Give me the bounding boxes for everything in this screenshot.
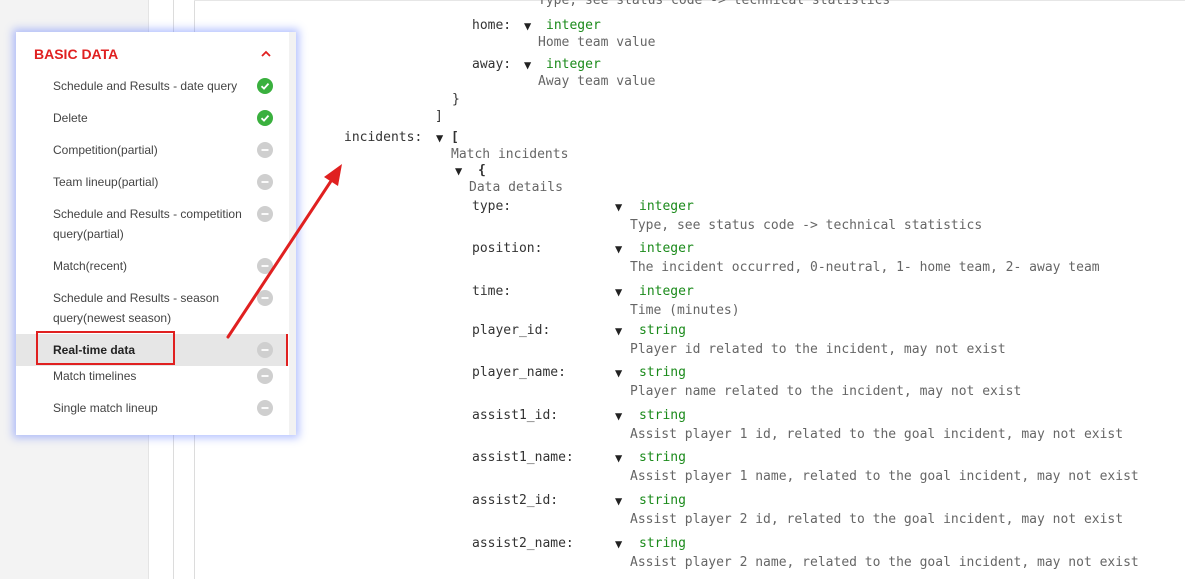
nav-item[interactable]: Match timelines xyxy=(16,366,288,386)
nav-item-label: Competition(partial) xyxy=(53,143,158,157)
field-desc: Type, see status code -> technical stati… xyxy=(630,218,983,233)
nav-item[interactable]: Schedule and Results - date query xyxy=(16,76,288,96)
field-type: string xyxy=(639,365,686,380)
field-type: string xyxy=(639,493,686,508)
minus-circle-icon xyxy=(257,174,273,190)
minus-circle-icon xyxy=(257,290,273,306)
field-type-away: integer xyxy=(546,57,601,72)
nav-section-title[interactable]: BASIC DATA xyxy=(34,46,119,62)
field-desc: Assist player 2 name, related to the goa… xyxy=(630,555,1139,570)
nav-item-label: Match timelines xyxy=(53,369,137,383)
field-key-away: away: xyxy=(472,57,512,72)
nav-item-label: Single match lineup xyxy=(53,401,158,415)
field-desc-item: Data details xyxy=(469,180,563,195)
field-desc: Assist player 1 name, related to the goa… xyxy=(630,469,1139,484)
nav-item[interactable]: Competition(partial) xyxy=(16,140,288,160)
minus-circle-icon xyxy=(257,142,273,158)
highlight-box xyxy=(36,331,175,365)
field-type: string xyxy=(639,323,686,338)
check-circle-icon xyxy=(257,110,273,126)
chevron-up-icon[interactable] xyxy=(256,44,276,64)
minus-circle-icon xyxy=(257,258,273,274)
field-type: integer xyxy=(639,241,694,256)
field-desc: Time (minutes) xyxy=(630,303,740,318)
field-key: assist1_id: xyxy=(472,408,559,423)
active-indicator xyxy=(286,334,288,366)
field-desc-cut: Type, see status code -> technical stati… xyxy=(538,0,891,8)
nav-item-label: Schedule and Results - date query xyxy=(53,79,238,93)
field-desc: Player name related to the incident, may… xyxy=(630,384,1022,399)
minus-circle-icon xyxy=(257,368,273,384)
field-desc-away: Away team value xyxy=(538,74,656,89)
nav-item[interactable]: Match(recent) xyxy=(16,256,288,276)
field-desc: Assist player 2 id, related to the goal … xyxy=(630,512,1124,527)
field-desc: Assist player 1 id, related to the goal … xyxy=(630,427,1124,442)
field-type: string xyxy=(639,536,686,551)
triangle-down-icon[interactable]: ▼ xyxy=(615,537,623,551)
close-bracket: ] xyxy=(435,109,443,124)
field-key-home: home: xyxy=(472,18,512,33)
field-key: type: xyxy=(472,199,512,214)
field-desc-home: Home team value xyxy=(538,35,656,50)
field-type: integer xyxy=(639,284,694,299)
triangle-down-icon[interactable]: ▼ xyxy=(615,366,623,380)
scrollbar[interactable] xyxy=(289,32,296,435)
nav-item-label: Match(recent) xyxy=(53,259,128,273)
triangle-down-icon[interactable]: ▼ xyxy=(615,200,623,214)
nav-item-label: query(partial) xyxy=(53,227,124,241)
nav-item[interactable]: Team lineup(partial) xyxy=(16,172,288,192)
field-key: assist1_name: xyxy=(472,450,574,465)
minus-circle-icon xyxy=(257,206,273,222)
nav-item[interactable]: Real-time data xyxy=(16,334,288,366)
nav-item-label: query(newest season) xyxy=(53,311,172,325)
field-key: assist2_id: xyxy=(472,493,559,508)
nav-item-label: Schedule and Results - season xyxy=(53,291,220,305)
nav-item[interactable]: Schedule and Results - competition query(… xyxy=(16,204,288,244)
check-circle-icon xyxy=(257,78,273,94)
nav-item-label: Team lineup(partial) xyxy=(53,175,159,189)
minus-circle-icon xyxy=(257,342,273,358)
triangle-down-icon[interactable]: ▼ xyxy=(615,451,623,465)
triangle-down-icon[interactable]: ▼ xyxy=(615,494,623,508)
field-key: player_id: xyxy=(472,323,551,338)
open-bracket: [ xyxy=(451,130,459,145)
field-key: time: xyxy=(472,284,512,299)
triangle-down-icon[interactable]: ▼ xyxy=(615,285,623,299)
field-key: player_name: xyxy=(472,365,566,380)
open-brace: { xyxy=(478,163,486,178)
nav-item[interactable]: Delete xyxy=(16,108,288,128)
field-key: position: xyxy=(472,241,543,256)
triangle-down-icon[interactable]: ▼ xyxy=(615,324,623,338)
close-brace: } xyxy=(452,92,460,107)
nav-item-label: Real-time data xyxy=(53,343,136,357)
field-type-home: integer xyxy=(546,18,601,33)
field-key: assist2_name: xyxy=(472,536,574,551)
triangle-down-icon[interactable]: ▼ xyxy=(615,409,623,423)
nav-item[interactable]: Schedule and Results - season query(newes… xyxy=(16,288,288,328)
nav-item-label: Delete xyxy=(53,111,88,125)
minus-circle-icon xyxy=(257,400,273,416)
field-type: integer xyxy=(639,199,694,214)
triangle-down-icon[interactable]: ▼ xyxy=(455,164,463,178)
triangle-down-icon[interactable]: ▼ xyxy=(524,58,532,72)
field-type: string xyxy=(639,450,686,465)
triangle-down-icon[interactable]: ▼ xyxy=(436,131,444,145)
field-key-incidents: incidents: xyxy=(344,130,423,145)
nav-item-label: Schedule and Results - competition xyxy=(53,207,242,221)
field-desc: Player id related to the incident, may n… xyxy=(630,342,1006,357)
field-desc: The incident occurred, 0-neutral, 1- hom… xyxy=(630,260,1100,275)
api-nav-panel: BASIC DATA Schedule and Results - date q… xyxy=(16,32,296,435)
content-top-border xyxy=(194,0,1185,1)
nav-item[interactable]: Single match lineup xyxy=(16,398,288,418)
field-desc-incidents: Match incidents xyxy=(451,147,569,162)
triangle-down-icon[interactable]: ▼ xyxy=(615,242,623,256)
field-type: string xyxy=(639,408,686,423)
triangle-down-icon[interactable]: ▼ xyxy=(524,19,532,33)
